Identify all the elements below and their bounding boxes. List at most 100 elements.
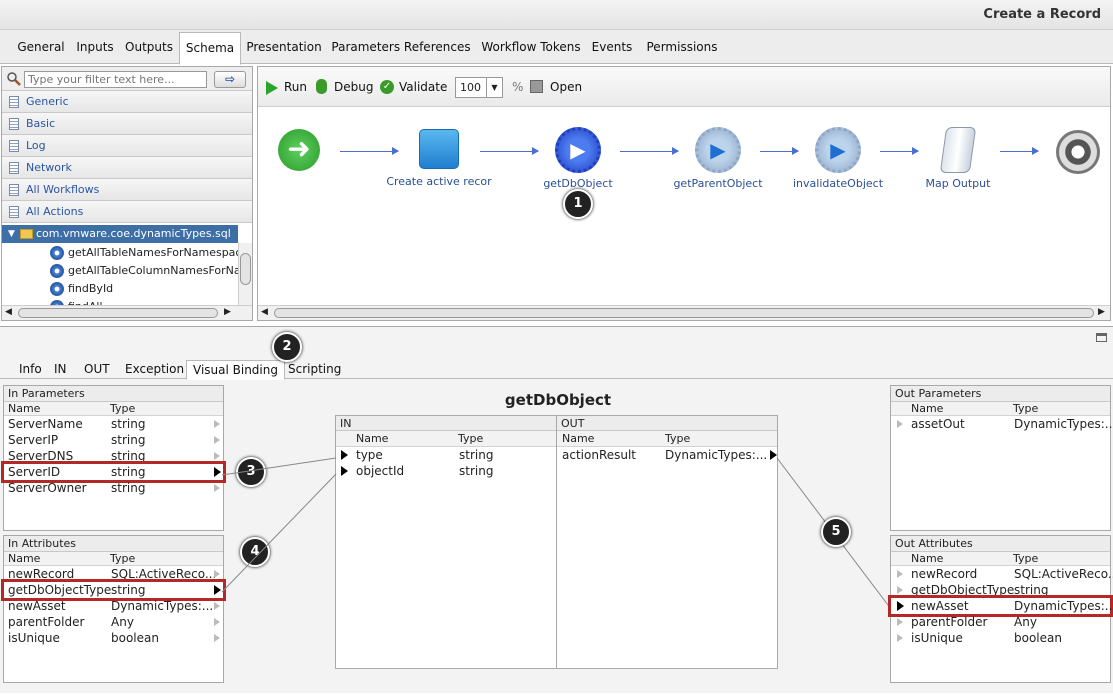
connector-icon[interactable]: [897, 634, 903, 642]
category-icon: [9, 118, 19, 130]
connector-icon[interactable]: [897, 420, 903, 428]
tab-permissions[interactable]: Permissions: [646, 40, 718, 54]
schema-node-create-active-record[interactable]: Create active recor: [384, 129, 494, 188]
connector-icon[interactable]: [341, 466, 348, 476]
search-icon: [7, 72, 21, 86]
canvas-horizontal-scrollbar[interactable]: ◀ ▶: [258, 305, 1110, 320]
tab-events[interactable]: Events: [591, 40, 633, 54]
validate-button[interactable]: Validate: [399, 80, 448, 94]
category-icon: [9, 206, 19, 218]
scroll-right-icon[interactable]: ▶: [1098, 307, 1105, 317]
connector-icon[interactable]: [214, 452, 220, 460]
open-button[interactable]: Open: [550, 80, 583, 94]
schema-node-getdbobject[interactable]: ▶ getDbObject: [528, 127, 628, 190]
maximize-icon[interactable]: [1096, 333, 1107, 342]
action-label: getAllTableNamesForNamespaceD: [68, 246, 238, 259]
connector-icon[interactable]: [897, 586, 903, 594]
tab-exception[interactable]: Exception: [125, 362, 185, 376]
run-button[interactable]: Run: [284, 80, 308, 94]
action-item[interactable]: getAllTableNamesForNamespaceD: [50, 244, 238, 262]
tab-inputs[interactable]: Inputs: [76, 40, 114, 54]
schema-node-invalidateobject[interactable]: ▶ invalidateObject: [788, 127, 888, 190]
tab-scripting[interactable]: Scripting: [288, 362, 342, 376]
connector-icon[interactable]: [897, 618, 903, 626]
tab-out[interactable]: OUT: [84, 362, 110, 376]
scroll-right-icon[interactable]: ▶: [224, 307, 231, 317]
connector-icon[interactable]: [214, 420, 220, 428]
schema-node-map-output[interactable]: Map Output: [908, 127, 1008, 190]
connector-icon[interactable]: [214, 602, 220, 610]
connector-icon[interactable]: [214, 570, 220, 578]
tab-info[interactable]: Info: [19, 362, 42, 376]
connector-icon[interactable]: [214, 585, 221, 595]
scroll-thumb[interactable]: [240, 253, 251, 285]
end-node-icon[interactable]: [1056, 130, 1100, 174]
column-name: Name: [911, 552, 944, 565]
column-type: Type: [110, 552, 136, 565]
tab-visual-binding[interactable]: Visual Binding: [186, 360, 285, 380]
chevron-down-icon[interactable]: ▼: [486, 78, 502, 97]
category-log[interactable]: Log: [2, 135, 252, 157]
connector-icon[interactable]: [214, 618, 220, 626]
debug-button[interactable]: Debug: [334, 80, 374, 94]
connector-icon[interactable]: [214, 436, 220, 444]
tab-presentation[interactable]: Presentation: [246, 40, 322, 54]
package-tree-item[interactable]: ▼ com.vmware.coe.dynamicTypes.sql: [2, 225, 238, 243]
filter-input[interactable]: [24, 71, 207, 88]
filter-go-button[interactable]: ⇨: [214, 71, 246, 88]
category-all-actions[interactable]: All Actions: [2, 201, 252, 223]
start-node-icon[interactable]: ➜: [278, 129, 320, 171]
tab-workflow-tokens[interactable]: Workflow Tokens: [481, 40, 581, 54]
action-item[interactable]: findAll: [50, 298, 238, 305]
scroll-left-icon[interactable]: ◀: [5, 307, 12, 317]
connector-icon[interactable]: [897, 570, 903, 578]
action-item[interactable]: findById: [50, 280, 238, 298]
scroll-left-icon[interactable]: ◀: [261, 307, 268, 317]
connector-icon[interactable]: [214, 634, 220, 642]
tab-parameters-references[interactable]: Parameters References: [331, 40, 471, 54]
tab-schema[interactable]: Schema: [179, 32, 241, 65]
connector-icon[interactable]: [770, 450, 777, 460]
tab-outputs[interactable]: Outputs: [125, 40, 173, 54]
connector-icon[interactable]: [897, 601, 904, 611]
param-name: assetOut: [911, 417, 965, 431]
tab-general[interactable]: General: [17, 40, 65, 54]
zoom-select[interactable]: 100▼: [455, 77, 503, 98]
library-panel: ⇨ Generic Basic Log Network All Workflow…: [1, 66, 253, 321]
connector-icon[interactable]: [341, 450, 348, 460]
scroll-thumb[interactable]: [274, 308, 1094, 318]
library-horizontal-scrollbar[interactable]: ◀ ▶: [2, 305, 252, 320]
expand-triangle-icon[interactable]: ▼: [8, 229, 15, 239]
filter-row: ⇨: [2, 67, 252, 91]
library-vertical-scrollbar[interactable]: [238, 243, 252, 305]
action-item[interactable]: getAllTableColumnNamesForNames: [50, 262, 238, 280]
category-network[interactable]: Network: [2, 157, 252, 179]
scroll-thumb[interactable]: [18, 308, 218, 318]
schema-node-getparentobject[interactable]: ▶ getParentObject: [668, 127, 768, 190]
connector-icon[interactable]: [214, 484, 220, 492]
category-generic[interactable]: Generic: [2, 91, 252, 113]
category-basic[interactable]: Basic: [2, 113, 252, 135]
tab-in[interactable]: IN: [54, 362, 67, 376]
connector-icon[interactable]: [214, 467, 221, 477]
category-all-workflows[interactable]: All Workflows: [2, 179, 252, 201]
